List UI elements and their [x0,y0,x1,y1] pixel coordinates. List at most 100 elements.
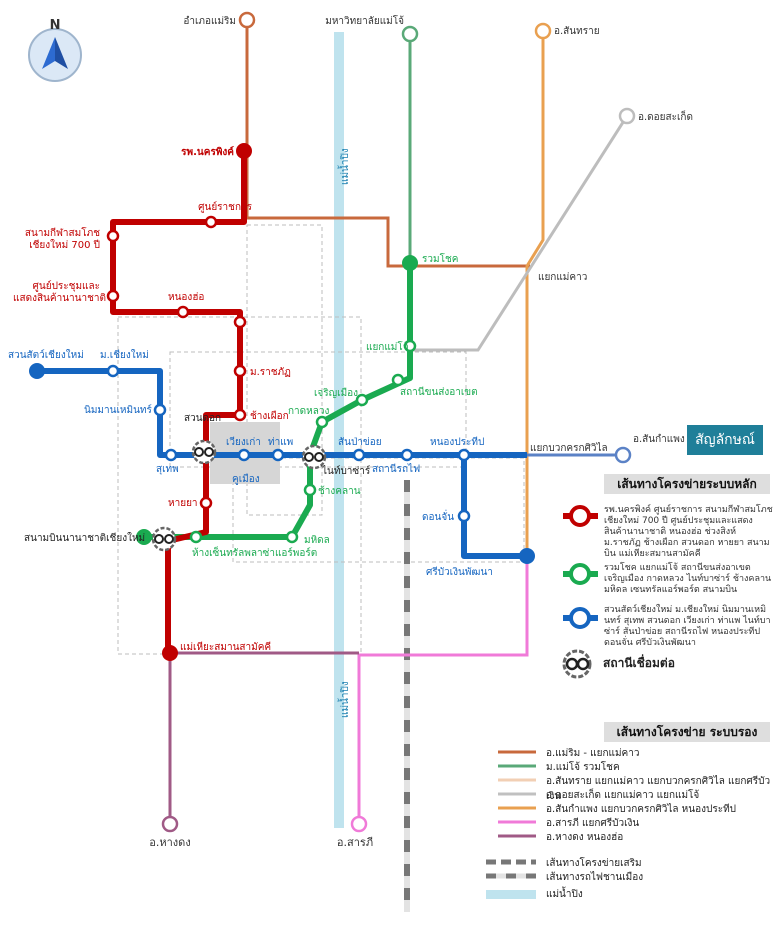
station-mae-hia-big[interactable] [162,645,178,661]
station-charoen-muang[interactable] [355,393,369,407]
label-hai-ya: หายยา [168,498,198,509]
terminus-mae-rim[interactable] [238,11,256,29]
terminus-doi-saket[interactable] [618,107,636,125]
station-wiang-kao[interactable] [237,448,251,462]
terminus-zoo[interactable] [29,363,45,379]
legend-dash-rail: เส้นทางรถไฟชานเมือง [546,872,644,883]
label-yaek-mae-jo: แยกแม่โจ้ [366,340,409,353]
interchange-airport[interactable] [151,526,177,552]
legend-sec-item: อ.สันกำแพง แยกบวกครกศิวิไล หนองประทีป [546,804,737,815]
station-tha-phae[interactable] [271,448,285,462]
legend-sec-title: เส้นทางโครงข่าย ระบบรอง [604,722,770,742]
blue-line-branch [461,455,527,559]
station-rajabhat[interactable] [233,364,247,378]
line-saraphi [357,556,529,824]
compass-icon: N [28,18,82,82]
legend-river: แม่น้ำปิง [546,889,583,900]
interchange-suan-dok[interactable] [191,439,217,465]
terminus-mju[interactable] [401,25,419,43]
legend-markers [486,505,598,899]
station-mahidol[interactable] [285,530,299,544]
legend-dash-aux: เส้นทางโครงข่ายเสริม [546,858,642,869]
label-stadium-1: สนามกีฬาสมโภช [25,226,100,239]
river-label-bottom: แม่น้ำปิง [337,681,351,718]
terminus-san-sai[interactable] [534,22,552,40]
station-sri-bua-big[interactable] [519,548,535,564]
station-central[interactable] [189,530,203,544]
label-ruam-chok: รวมโชค [422,252,458,265]
label-saraphi: อ.สารภี [337,836,373,849]
label-cmu: ม.เชียงใหม่ [100,349,149,361]
legend-sec-item: อ.สารภี แยกศรีบัวเงิน [546,818,640,829]
label-night-bazaar: ไนท์บาซ่าร์ [321,465,371,477]
label-yaek-mae-kao: แยกแม่คาว [538,272,587,283]
label-don-chan: ดอนจั่น [422,509,454,523]
label-mae-rim: อำเภอแม่ริม [183,16,236,27]
river-label-top: แม่น้ำปิง [337,148,351,185]
station-stadium[interactable] [106,229,120,243]
line-sansai [525,31,545,556]
legend-sec-item: ม.แม่โจ้ รวมโชค [546,762,620,773]
legend-sec-item: อ.แม่ริม - แยกแม่คาว [546,748,640,759]
legend-main-title: เส้นทางโครงข่ายระบบหลัก [604,474,770,494]
label-stadium-2: เชียงใหม่ 700 ปี [29,239,100,251]
label-doi-saket: อ.ดอยสะเก็ด [638,109,693,123]
legend-sec-item: อ.สันทราย แยกแม่คาว แยกบวกครกศิวิไล แยกศ… [546,776,771,802]
label-mae-hia: แม่เหียะสมานสามัคคี [180,641,271,653]
station-chang-klan[interactable] [303,483,317,497]
label-nong-hoi: หนองฮ่อ [168,292,204,303]
station-cmu[interactable] [106,364,120,378]
red-line [110,151,247,653]
interchanges [151,439,327,552]
station-chuang-sing[interactable] [233,315,247,329]
label-expo-2: แสดงสินค้านานาชาติ [13,292,106,304]
terminus-hang-dong[interactable] [161,815,179,833]
terminus-nakornping[interactable] [236,143,252,159]
legend-red-text: รพ.นครพิงค์ ศูนย์ราชการ สนามกีฬาสมโภชเชี… [604,505,773,559]
station-nong-prakang[interactable] [457,448,471,462]
label-zoo: สวนสัตว์เชียงใหม่ [8,349,84,361]
station-kad-luang[interactable] [315,415,329,429]
station-arcade[interactable] [391,373,405,387]
station-govt[interactable] [204,215,218,229]
label-yaek-nong-hoi: แยกบวกครกศิวิไล [530,442,608,454]
label-nong-prakang: หนองประทีป [430,436,484,448]
station-don-chan[interactable] [457,509,471,523]
label-wiang-kao: เวียงเก่า [226,436,261,448]
label-chang-klan: ช้างคลาน [318,485,361,497]
label-nimman: นิมมานเหมินทร์ [84,404,153,416]
compass-letter: N [50,18,61,33]
station-nong-hoi[interactable] [176,305,190,319]
terminus-airport[interactable] [136,529,152,545]
label-san-sai: อ.สันทราย [554,26,600,37]
station-hai-ya[interactable] [199,496,213,510]
interchange-night-bazaar[interactable] [301,444,327,470]
label-rajabhat: ม.ราชภัฏ [250,367,291,378]
label-charoen: เจริญเมือง [314,387,358,399]
label-railway: สถานีรถไฟ [372,463,420,475]
station-chang-phueak[interactable] [233,408,247,422]
station-nimman[interactable] [153,403,167,417]
station-yaek-mae-jo[interactable] [403,339,417,353]
label-ku-muang: คูเมือง [232,473,260,485]
label-mahidol: มหิดล [304,535,330,546]
station-railway[interactable] [400,448,414,462]
label-sri-bua: ศรีบัวเงินพัฒนา [426,566,493,578]
station-san-pa-koi[interactable] [352,448,366,462]
station-suthep[interactable] [164,448,178,462]
label-expo-1: ศูนย์ประชุมและ [33,280,100,292]
label-airport: สนามบินนานาชาติเชียงใหม่ [24,532,145,544]
label-suan-dok: สวนดอก [184,413,221,424]
label-central: ห้างเซ็นทรัลพลาซ่าแอร์พอร์ต [192,545,317,559]
line-maerim [245,20,530,268]
label-suthep: สุเทพ [156,464,179,475]
legend-blue-text: สวนสัตว์เชียงใหม่ ม.เชียงใหม่ นิมมานเหมิ… [604,605,771,648]
green-line [144,262,413,540]
station-expo[interactable] [106,289,120,303]
terminus-saraphi[interactable] [350,815,368,833]
legend-badge: สัญลักษณ์ [687,425,763,455]
station-ruam-chok-big[interactable] [402,255,418,271]
terminus-san-kamphaeng[interactable] [614,446,632,464]
label-arcade: สถานีขนส่งอาเขต [400,386,478,398]
